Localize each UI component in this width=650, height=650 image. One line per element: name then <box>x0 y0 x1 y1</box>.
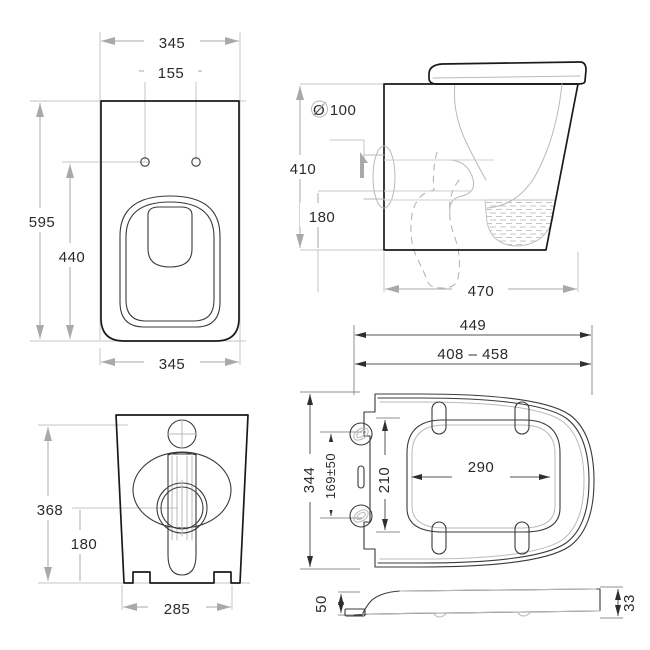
seat-section-hinge-block <box>344 608 366 617</box>
seat-section-bumper-2 <box>517 612 531 617</box>
dim-seat-fixing-range: 408 – 458 <box>355 343 591 367</box>
front-fixing-hole-left <box>140 157 150 167</box>
side-hidden-pipe <box>410 151 464 289</box>
front-pan-outline <box>100 100 240 342</box>
view-front-elevation: 345 155 595 440 345 <box>20 30 246 373</box>
dim-label-seat-overall-width: 344 <box>301 467 318 494</box>
seat-plan-aperture-inner <box>411 424 556 529</box>
dim-front-fixing-height: 440 <box>50 164 94 339</box>
seat-plan-aperture <box>406 419 561 533</box>
dim-side-outlet-height: 180 <box>300 193 344 248</box>
dim-label-front-width-top: 345 <box>159 35 186 52</box>
dim-label-seat-aperture-width: 210 <box>376 467 393 494</box>
front-seat-inner-ring <box>125 201 215 322</box>
side-bowl-rear-curve <box>486 83 563 209</box>
seat-section-top-line <box>399 588 597 592</box>
view-rear-elevation: 368 180 285 <box>28 414 250 618</box>
dim-rear-width: 285 <box>123 596 231 618</box>
dim-outlet-diameter: Ø 100 <box>311 100 356 119</box>
seat-hinge-top <box>349 422 373 446</box>
dim-front-width-bottom: 345 <box>101 351 239 373</box>
dim-seat-front-height: 50 <box>313 594 344 613</box>
seat-hinge-bottom <box>349 504 373 528</box>
dim-label-seat-hinge-centres: 169±50 <box>323 453 338 499</box>
dim-seat-overall-length: 449 <box>355 314 591 338</box>
dim-label-outlet-diameter: Ø 100 <box>313 102 356 119</box>
dim-label-seat-fixing-range: 408 – 458 <box>437 346 508 363</box>
dim-front-width-top: 345 <box>101 30 239 52</box>
seat-plan-outer-outline <box>363 393 595 568</box>
side-seat-lid-detail <box>432 75 581 79</box>
side-internal-trap <box>447 159 475 214</box>
rear-pipe-top <box>167 451 197 456</box>
dim-label-seat-front-height: 50 <box>313 595 330 613</box>
dim-label-rear-total-height: 368 <box>37 502 64 519</box>
dim-seat-inner-length: 290 <box>411 456 550 480</box>
view-side-elevation: Ø 100 410 180 470 <box>281 61 587 300</box>
seat-plan-outer-outline-2 <box>377 397 590 564</box>
seat-section-bumper-1 <box>433 613 447 618</box>
dim-label-side-projection: 470 <box>468 283 495 300</box>
seat-plan-extension-lines <box>300 325 593 570</box>
side-outlet-lines <box>363 154 385 200</box>
dim-rear-total-height: 368 <box>28 427 72 581</box>
dim-seat-rear-height: 33 <box>615 589 638 616</box>
side-construction-lines <box>384 159 494 201</box>
dim-front-total-height: 595 <box>20 103 64 339</box>
front-seat-outer <box>119 195 221 328</box>
rear-cap-crosshair <box>167 419 197 449</box>
dim-label-side-total-height: 410 <box>290 161 317 178</box>
dim-side-total-height: 410 <box>281 86 325 248</box>
dim-seat-overall-width: 344 <box>300 394 320 567</box>
seat-buffer-bottom-right <box>514 521 530 555</box>
view-seat-plan: 449 408 – 458 344 169±50 210 <box>300 314 595 570</box>
dim-label-rear-outlet-height: 180 <box>71 536 98 553</box>
dim-seat-hinge-centres: 169±50 <box>321 434 341 516</box>
side-seat-lid <box>428 61 587 85</box>
dim-label-seat-overall-length: 449 <box>460 317 487 334</box>
front-extension-lines <box>30 32 246 365</box>
rear-pipe-body <box>167 453 197 576</box>
seat-plan-outer-outline-3 <box>379 401 585 560</box>
dim-seat-aperture-width: 210 <box>375 420 395 530</box>
dim-label-seat-rear-height: 33 <box>621 594 638 612</box>
view-seat-section: 50 33 <box>313 586 638 619</box>
rear-pipe-lines <box>171 455 193 541</box>
dim-label-front-width-bottom: 345 <box>159 356 186 373</box>
side-internal-bowl <box>454 83 487 181</box>
side-extension-lines <box>300 83 579 292</box>
seat-buffer-bottom-left <box>431 521 447 555</box>
dim-label-fixing-centres: 155 <box>158 65 185 82</box>
seat-buffer-top-left <box>431 401 447 435</box>
seat-section-inner-line <box>361 610 601 615</box>
dim-label-rear-width: 285 <box>164 601 191 618</box>
dim-label-seat-inner-length: 290 <box>468 459 495 476</box>
seat-buffer-top-right <box>514 401 530 435</box>
dim-label-front-total-height: 595 <box>29 214 56 231</box>
side-outlet-spigot <box>372 145 396 209</box>
front-bowl-aperture <box>147 206 193 268</box>
seat-rear-pad <box>357 465 365 489</box>
dim-label-front-fixing-height: 440 <box>59 249 86 266</box>
dim-label-side-outlet-height: 180 <box>309 209 336 226</box>
rear-pan-outline <box>115 414 249 584</box>
front-fixing-hole-right <box>191 157 201 167</box>
dim-side-projection: 470 <box>385 278 577 300</box>
side-outlet-arrow <box>360 152 368 178</box>
dim-rear-outlet-height: 180 <box>62 510 106 581</box>
dim-front-fixing-centres: 155 <box>139 60 202 82</box>
